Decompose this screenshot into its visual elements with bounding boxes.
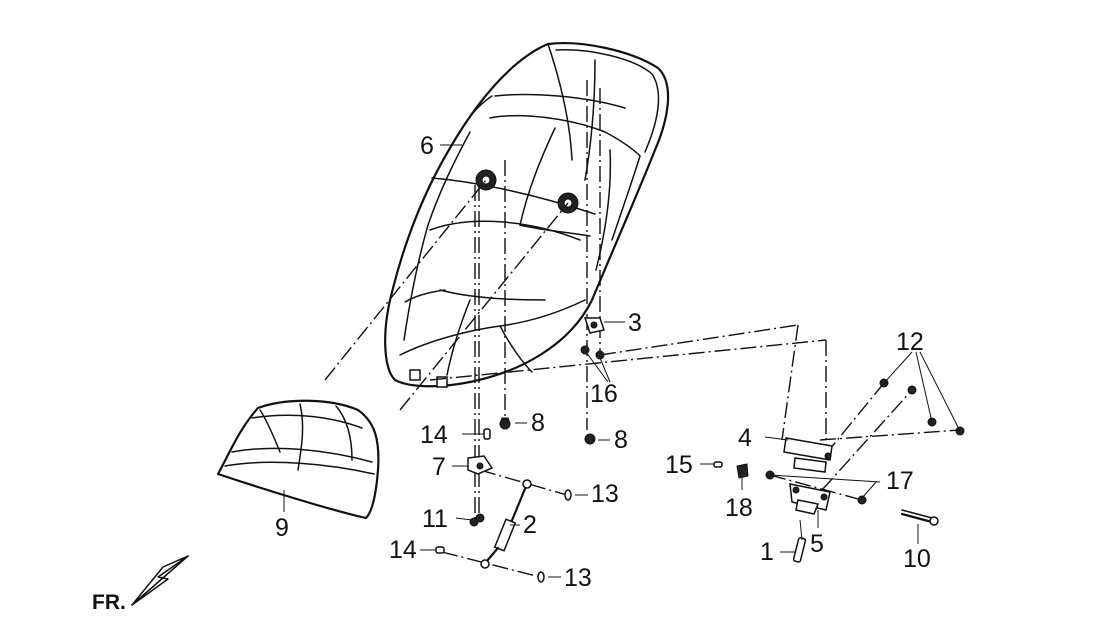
assembly-lines: [324, 80, 961, 578]
callout-7: 7: [432, 453, 446, 481]
callout-5: 5: [810, 530, 824, 558]
callout-6: 6: [420, 132, 434, 160]
callout-13-a: 13: [591, 480, 619, 508]
callout-8-a: 8: [531, 409, 545, 437]
front-direction-marker: FR.: [92, 555, 189, 614]
callout-18: 18: [725, 494, 753, 522]
callout-2: 2: [523, 511, 537, 539]
long-pin: [900, 509, 939, 526]
callout-1: 1: [760, 538, 774, 566]
callout-13-b: 13: [564, 564, 592, 592]
callout-16: 16: [590, 380, 618, 408]
callout-4: 4: [738, 424, 752, 452]
leader-lines: [283, 144, 961, 578]
backrest: [216, 399, 380, 520]
callout-9: 9: [275, 514, 289, 542]
callout-numbers: 6 3 16 8 8 14 7 13 11 2 14 13 9 12 4 15 …: [275, 132, 931, 592]
hinge-lower: [789, 483, 831, 515]
callout-15: 15: [665, 451, 693, 479]
hardware: [435, 317, 965, 583]
callout-14-a: 14: [420, 421, 448, 449]
callout-17: 17: [886, 467, 914, 495]
callout-11: 11: [422, 505, 448, 533]
front-direction-label: FR.: [92, 591, 126, 614]
hinge-upper: [783, 437, 833, 473]
callout-14-b: 14: [389, 536, 417, 564]
latch-pin: [792, 519, 807, 563]
callout-10: 10: [903, 545, 931, 573]
callout-8-b: 8: [614, 426, 628, 454]
callout-12: 12: [896, 328, 924, 356]
seat: [384, 42, 670, 388]
gas-strut: [480, 479, 532, 569]
callout-3: 3: [628, 309, 642, 337]
